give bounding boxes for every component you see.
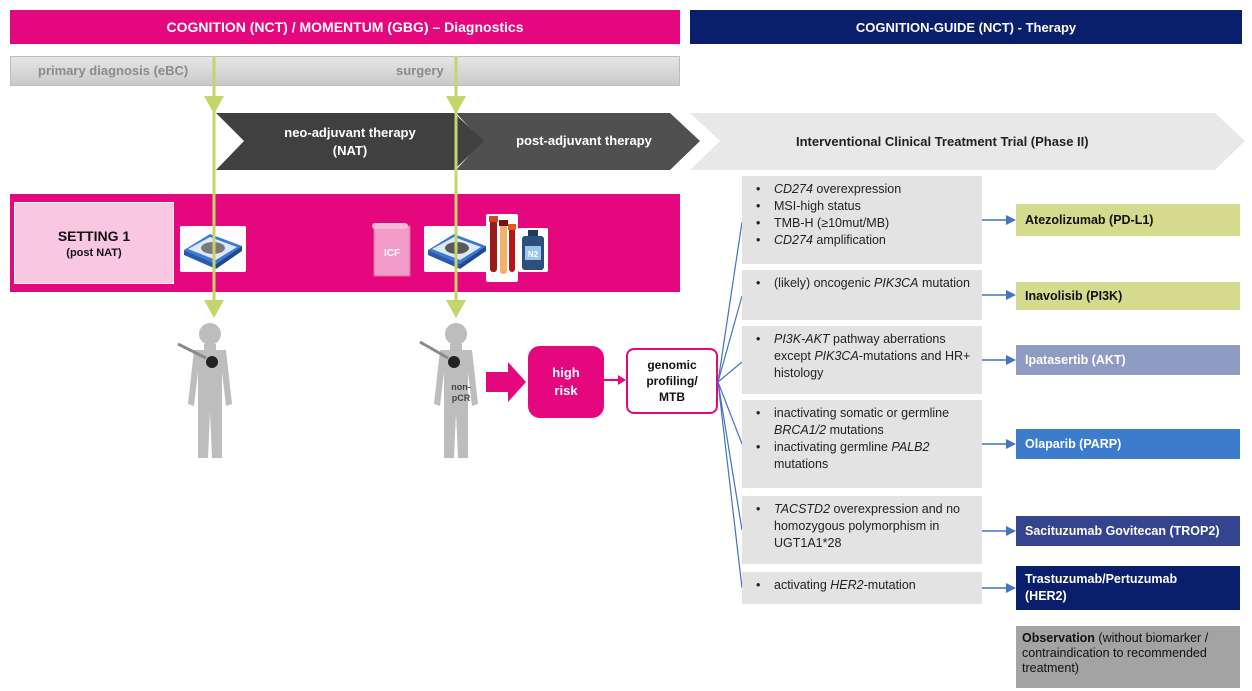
patient-figure-icon — [170, 320, 250, 460]
highrisk-to-genomic-arrow — [604, 375, 626, 385]
drug-trastuzumab: Trastuzumab/Pertuzumab (HER2) — [1016, 566, 1240, 610]
criteria-item: activating HER2-mutation — [756, 577, 974, 594]
criteria-box-trop2: TACSTD2 overexpression and no homozygous… — [742, 496, 982, 564]
timeline-bar — [10, 56, 680, 86]
liquid-nitrogen-icon: N2 — [518, 228, 548, 272]
genomic-profiling-box: genomic profiling/ MTB — [626, 348, 718, 414]
criteria-item: inactivating germline PALB2 mutations — [756, 439, 974, 473]
therapy-header: COGNITION-GUIDE (NCT) - Therapy — [690, 10, 1242, 44]
criteria-item: PI3K-AKT pathway aberrations except PIK3… — [756, 331, 974, 382]
drug-olaparib: Olaparib (PARP) — [1016, 429, 1240, 459]
blood-tubes-icon — [486, 214, 518, 282]
criteria-item: inactivating somatic or germline BRCA1/2… — [756, 405, 974, 439]
criteria-box-her2: activating HER2-mutation — [742, 572, 982, 604]
criteria-item: CD274 amplification — [756, 232, 974, 249]
diagnostics-header: COGNITION (NCT) / MOMENTUM (GBG) – Diagn… — [10, 10, 680, 44]
criteria-box-akt: PI3K-AKT pathway aberrations except PIK3… — [742, 326, 982, 394]
trial-chevron — [690, 113, 1245, 170]
neoadjuvant-chevron — [216, 113, 484, 170]
criteria-item: TMB-H (≥10mut/MB) — [756, 215, 974, 232]
criteria-item: (likely) oncogenic PIK3CA mutation — [756, 275, 974, 292]
postadjuvant-chevron — [456, 113, 700, 170]
drug-sacituzumab: Sacituzumab Govitecan (TROP2) — [1016, 516, 1240, 546]
drug-inavolisib: Inavolisib (PI3K) — [1016, 282, 1240, 310]
drug-ipatasertib: Ipatasertib (AKT) — [1016, 345, 1240, 375]
svg-text:N2: N2 — [528, 250, 539, 259]
drug-atezolizumab: Atezolizumab (PD-L1) — [1016, 204, 1240, 236]
criteria-item: CD274 overexpression — [756, 181, 974, 198]
high-risk-box: high risk — [528, 346, 604, 418]
criteria-item: TACSTD2 overexpression and no homozygous… — [756, 501, 974, 552]
criteria-box-pdl1: CD274 overexpression MSI-high status TMB… — [742, 176, 982, 264]
patient-figure-icon-2 — [414, 320, 498, 460]
criteria-box-pi3k: (likely) oncogenic PIK3CA mutation — [742, 270, 982, 320]
svg-text:ICF: ICF — [384, 248, 400, 259]
primary-diagnosis-label: primary diagnosis (eBC) — [38, 63, 189, 78]
high-risk-arrow — [486, 362, 526, 402]
trial-label: Interventional Clinical Treatment Trial … — [796, 134, 1089, 149]
criteria-box-parp: inactivating somatic or germline BRCA1/2… — [742, 400, 982, 488]
surgery-label: surgery — [396, 63, 444, 78]
observation-box: Observation (without biomarker / contrai… — [1016, 626, 1240, 688]
neoadjuvant-label: neo-adjuvant therapy (NAT) — [284, 125, 416, 158]
setting-box: SETTING 1 (post NAT) — [14, 202, 174, 284]
criteria-item: MSI-high status — [756, 198, 974, 215]
consent-form-icon: ICF — [370, 220, 416, 280]
setting-title: SETTING 1 — [57, 227, 131, 244]
non-pcr-label: non- pCR — [451, 382, 471, 403]
postadjuvant-label: post-adjuvant therapy — [516, 133, 652, 148]
setting-subtitle: (post NAT) — [66, 246, 122, 259]
